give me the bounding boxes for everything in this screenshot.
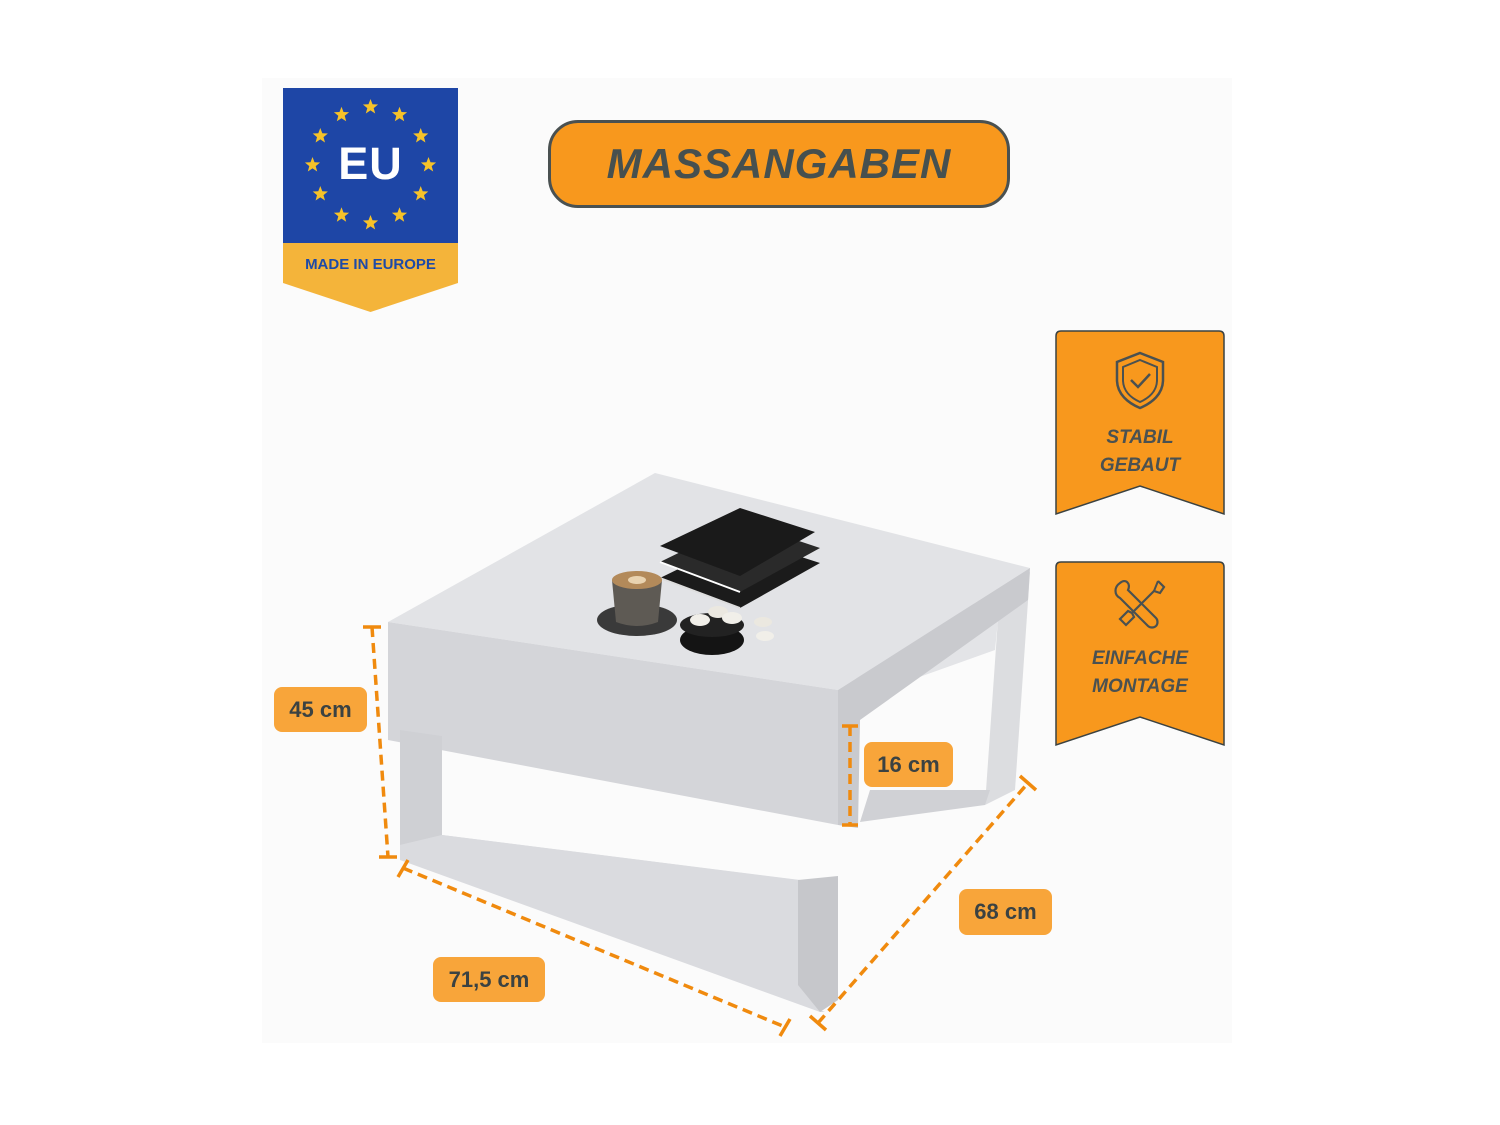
page-title: MASSANGABEN [606,140,952,187]
coffee-cup-decor [597,571,677,636]
height-label: 45 cm [274,687,367,732]
eu-star-icon [391,207,408,222]
shield-check-icon [1115,351,1165,410]
eu-star-icon [362,99,379,114]
feature-label-line1: STABIL [1106,427,1174,448]
eu-star-icon [312,128,328,143]
eu-star-icon [312,186,328,201]
wrench-screwdriver-icon [1114,580,1166,629]
feature-label-line2: GEBAUT [1099,455,1181,476]
feature-stabil-gebaut: STABIL GEBAUT [1055,330,1225,516]
made-in-europe-badge: EU MADE IN EUROPE [283,88,458,312]
eu-star-icon [413,128,429,143]
books-decor [659,508,820,609]
made-in-europe-label: MADE IN EUROPE [305,256,436,273]
width-label: 71,5 cm [433,957,545,1002]
eu-star-icon [413,186,429,201]
eu-label: EU [338,138,403,189]
eu-star-icon [333,106,350,122]
eu-star-icon [333,207,350,222]
depth-label: 68 cm [959,889,1052,935]
eu-star-icon [391,106,408,122]
eu-star-icon [362,215,379,230]
eu-flag-icon [283,88,458,312]
bowl-decor [680,606,774,655]
feature-einfache-montage: EINFACHE MONTAGE [1055,561,1225,747]
feature-label-line1: EINFACHE [1091,648,1189,669]
feature-label-line2: MONTAGE [1092,676,1188,697]
dimension-lines [370,626,1030,1029]
eu-star-icon [304,157,321,172]
eu-star-icon [420,157,437,172]
shelf-height-label: 16 cm [864,742,953,787]
title-banner: MASSANGABEN [548,120,1010,208]
